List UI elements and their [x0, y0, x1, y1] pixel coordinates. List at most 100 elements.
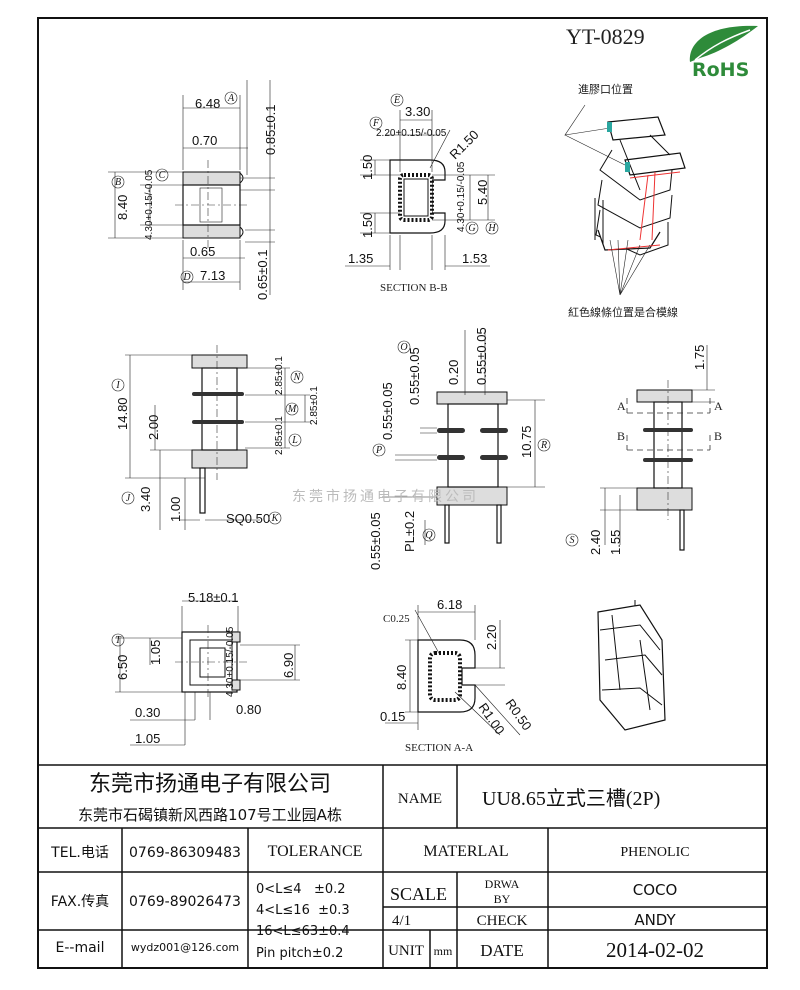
dim-7-13: 7.13	[200, 268, 225, 283]
isometric-view: 進膠口位置 紅色線條位置是合模線	[564, 82, 686, 319]
tolerance-row-2: 4<L≤16 ±0.3	[256, 903, 350, 918]
section-a-a-view	[385, 605, 521, 736]
tel-label: TEL.电话	[50, 845, 109, 861]
section-b-b-label: SECTION B-B	[380, 282, 448, 294]
material-label: MATERLAL	[423, 843, 508, 860]
dim-0-55-o: 0.55±0.05	[407, 347, 422, 405]
dim-1-55: 1.55	[608, 530, 623, 555]
dim-6-18: 6.18	[437, 597, 462, 612]
dim-6-50: 6.50	[115, 655, 130, 680]
dim-5-40: 5.40	[475, 180, 490, 205]
drawing-frame	[37, 17, 768, 969]
svg-text:T: T	[115, 635, 122, 646]
dim-r1-50: R1.50	[447, 127, 482, 162]
date-label: DATE	[480, 941, 523, 960]
title-block: 东莞市扬通电子有限公司 东莞市石碣镇新风西路107号工业园A栋 NAME UU8…	[38, 764, 767, 968]
marker-d: D	[180, 270, 194, 284]
watermark: 东莞市扬通电子有限公司	[292, 488, 479, 505]
dim-8-40-aa: 8.40	[394, 665, 409, 690]
dim-3-40: 3.40	[138, 487, 153, 512]
marker-n: N	[290, 370, 304, 384]
company-address: 东莞市石碣镇新风西路107号工业园A栋	[78, 806, 342, 824]
date-value: 2014-02-02	[606, 938, 704, 962]
dim-0-65: 0.65	[190, 244, 215, 259]
dim-4-30: 4.30+0.15/-0.05	[144, 169, 155, 240]
svg-text:B: B	[115, 177, 121, 188]
dim-r1-00: R1.00	[476, 700, 508, 737]
check-label: CHECK	[477, 913, 528, 929]
marker-p: P	[372, 443, 386, 457]
parting-line-note: 紅色線條位置是合模線	[568, 305, 678, 319]
tolerance-row-3: 16<L≤63±0.4	[256, 924, 350, 939]
dim-0-15: 0.15	[380, 709, 405, 724]
dim-2-20: 2.20+0.15/-0.05	[376, 128, 447, 139]
dim-0-20: 0.20	[446, 360, 461, 385]
dim-1-50-top: 1.50	[360, 155, 375, 180]
svg-text:E: E	[393, 95, 400, 106]
dim-c0-25: C0.25	[383, 613, 410, 625]
check-value: ANDY	[634, 911, 676, 929]
svg-text:G: G	[468, 223, 475, 234]
marker-t: T	[111, 633, 125, 647]
dim-1-35: 1.35	[348, 251, 373, 266]
marker-o: O	[397, 340, 411, 354]
dim-4-30-bb: 4.30+0.15/-0.05	[456, 161, 467, 232]
dim-14-80: 14.80	[115, 397, 130, 430]
dim-width-6-48: 6.48	[195, 96, 220, 111]
dim-2-00: 2.00	[146, 415, 161, 440]
isometric-view-bottom	[597, 600, 666, 731]
cut-a-right: A	[714, 399, 723, 413]
dim-2-85-m: 2.85±0.1	[309, 386, 320, 425]
marker-h: H	[485, 221, 499, 235]
dim-1-75: 1.75	[692, 345, 707, 370]
dim-0-85: 0.85±0.1	[263, 104, 278, 155]
dim-0-80: 0.80	[236, 702, 261, 717]
dim-1-00: 1.00	[168, 497, 183, 522]
unit-value: mm	[434, 944, 453, 958]
dim-6-90: 6.90	[281, 653, 296, 678]
part-number: YT-0829	[566, 24, 645, 49]
svg-text:F: F	[372, 118, 380, 129]
name-label: NAME	[398, 791, 442, 807]
svg-text:Q: Q	[425, 530, 433, 541]
dim-4-30-bottom: 4.30+0.15/-0.05	[225, 626, 236, 697]
svg-text:RoHS: RoHS	[692, 59, 749, 81]
view-front	[382, 330, 545, 545]
dim-pl-0-2: PL±0.2	[402, 511, 417, 552]
marker-e: E	[390, 93, 404, 107]
section-b-b-view	[345, 110, 495, 270]
dim-1-05-h: 1.05	[135, 731, 160, 746]
marker-b: B	[111, 175, 125, 189]
marker-c: C	[155, 168, 169, 182]
dim-sq0-50: SQ0.50	[226, 511, 270, 526]
cut-b-right: B	[714, 429, 722, 443]
marker-q: Q	[422, 528, 436, 542]
tolerance-label: TOLERANCE	[268, 843, 363, 860]
scale-value: 4/1	[392, 913, 411, 929]
marker-r: R	[537, 438, 551, 452]
scale-label: SCALE	[390, 884, 447, 904]
tolerance-row-4: Pin pitch±0.2	[256, 946, 343, 961]
svg-text:L: L	[291, 435, 298, 446]
dim-3-30: 3.30	[405, 104, 430, 119]
rohs-logo: RoHS	[689, 25, 758, 81]
dim-5-18: 5.18±0.1	[188, 590, 239, 605]
company-name: 东莞市扬通电子有限公司	[89, 772, 331, 797]
cut-b-left: B	[617, 429, 625, 443]
svg-text:I: I	[115, 380, 120, 391]
marker-i: I	[111, 378, 125, 392]
svg-text:N: N	[293, 372, 302, 383]
svg-text:O: O	[400, 342, 407, 353]
marker-g: G	[465, 221, 479, 235]
material-value: PHENOLIC	[620, 845, 689, 860]
marker-j: J	[121, 491, 135, 505]
fax-label: FAX.传真	[51, 894, 109, 910]
dim-2-85-n: 2.85±0.1	[274, 356, 285, 395]
view-right	[600, 345, 715, 551]
drawn-by-value: COCO	[633, 881, 678, 899]
dim-0-55-bottom: 0.55±0.05	[368, 512, 383, 570]
marker-s: S	[565, 533, 579, 547]
marker-f: F	[369, 116, 383, 130]
svg-text:J: J	[126, 493, 131, 504]
